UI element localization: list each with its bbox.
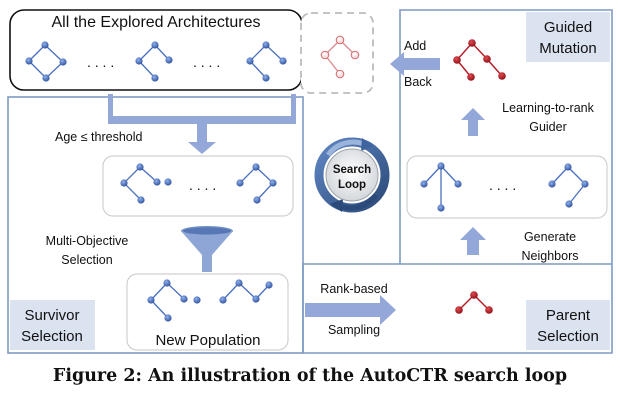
funnel-icon <box>181 226 233 272</box>
search-loop-icon: Search Loop <box>314 137 390 213</box>
neighbor-graph <box>420 162 462 212</box>
parent-architecture-graph <box>455 291 493 314</box>
pending-candidate-box <box>300 12 374 94</box>
add-back-arrow <box>390 52 440 76</box>
neighbors-box <box>406 155 608 219</box>
learning-to-rank-label-line1: Learning-to-rank <box>502 101 594 115</box>
survivor-selection-label-line2: Selection <box>21 328 83 345</box>
explored-ellipsis-left: . . . . <box>87 54 114 70</box>
aged-population-box <box>102 155 294 217</box>
survivor-selection-label-box: Survivor Selection <box>10 300 95 350</box>
survivor-selection-label-line1: Survivor <box>24 307 79 324</box>
rank-based-sampling-arrow <box>305 295 396 325</box>
back-label: Back <box>404 75 433 89</box>
new-population-label: New Population <box>155 332 260 349</box>
architecture-graph <box>25 41 67 82</box>
rank-based-label: Rank-based <box>320 282 387 296</box>
age-threshold-arrow <box>108 94 296 154</box>
architecture-graph <box>135 41 173 82</box>
learning-to-rank-arrow <box>461 108 485 136</box>
survivor-selection-frame <box>7 96 304 354</box>
neighbors-ellipsis: . . . . <box>489 177 516 193</box>
figure-caption: Figure 2: An illustration of the AutoCTR… <box>52 366 568 386</box>
multi-objective-label-line1: Multi-Objective <box>46 234 129 248</box>
generate-neighbors-label-line1: Generate <box>524 230 576 244</box>
generate-neighbors-label-line2: Neighbors <box>522 249 579 263</box>
mutated-architecture-graph <box>453 39 506 81</box>
architecture-graph <box>219 279 273 304</box>
architecture-graph <box>147 279 201 322</box>
architecture-graph <box>236 163 277 204</box>
learning-to-rank-label-line2: Guider <box>529 120 567 134</box>
explored-ellipsis-right: . . . . <box>193 54 220 70</box>
architecture-graph <box>246 41 287 82</box>
guided-mutation-frame <box>302 9 613 354</box>
architecture-graph <box>120 163 172 204</box>
search-loop-label-line1: Search <box>333 164 371 176</box>
age-threshold-label: Age ≤ threshold <box>55 130 143 144</box>
sampling-label: Sampling <box>328 323 380 337</box>
parent-selection-label-box: Parent Selection <box>526 300 610 350</box>
parent-selection-label-line1: Parent <box>546 307 591 324</box>
neighbor-graph <box>548 163 589 208</box>
parent-selection-label-line2: Selection <box>537 328 599 345</box>
aged-population-ellipsis: . . . . <box>189 177 216 193</box>
faded-candidate-graph <box>320 35 360 79</box>
generate-neighbors-arrow <box>460 227 486 255</box>
search-loop-label-line2: Loop <box>338 179 366 191</box>
guided-mutation-label-box: Guided Mutation <box>526 12 610 62</box>
guided-mutation-label-line1: Guided <box>544 19 592 36</box>
guided-mutation-label-line2: Mutation <box>539 40 597 57</box>
explored-architectures-title: All the Explored Architectures <box>52 14 261 31</box>
new-population-box <box>126 273 289 351</box>
add-label: Add <box>404 39 426 53</box>
multi-objective-label-line2: Selection <box>61 253 112 267</box>
